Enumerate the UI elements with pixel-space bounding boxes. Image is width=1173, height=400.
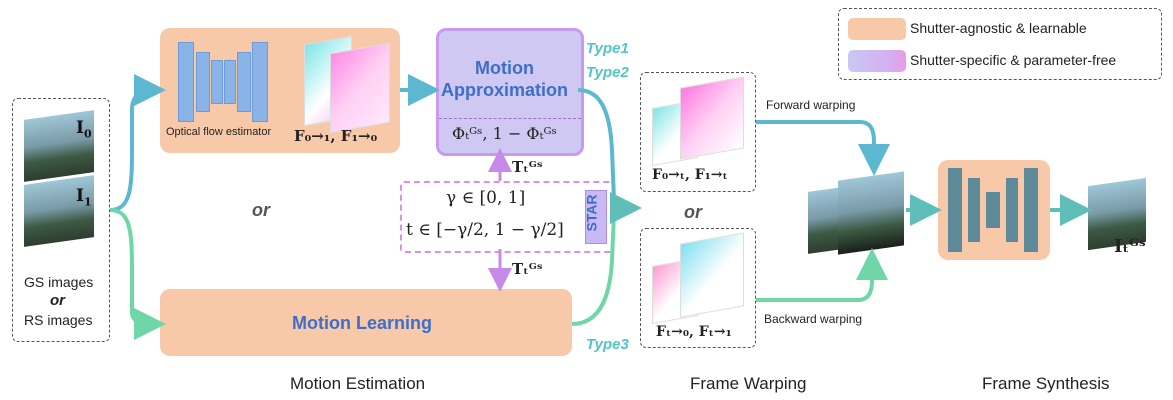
unet-icon	[944, 166, 1044, 254]
forward-warping-label: Forward warping	[766, 98, 856, 112]
or-right-label: or	[684, 202, 702, 222]
motion-learning-title: Motion Learning	[292, 313, 432, 333]
forward-flow-label: F₀→ₜ, F₁→ₜ	[652, 167, 728, 183]
flow-net-icon	[178, 42, 274, 122]
arrow-input-to-learning	[109, 208, 166, 340]
star-T-top: Tₜᴳˢ	[512, 158, 543, 176]
caption-frame-warping: Frame Warping	[690, 374, 807, 393]
output-label: Iₜᴳˢ	[1114, 236, 1146, 257]
motion-approximation-title-1: Motion	[475, 58, 534, 78]
legend-swatch-learnable	[848, 18, 906, 40]
star-tag	[585, 190, 607, 244]
arrow-approx-to-warp	[577, 88, 616, 201]
type2-label: Type2	[586, 64, 629, 81]
or-middle-label: or	[252, 200, 270, 220]
flow-estimator-output: F₀→₁, F₁→₀	[294, 127, 378, 145]
motion-approximation-title-2: Approximation	[441, 80, 569, 100]
motion-learning-box	[160, 289, 572, 356]
type1-label: Type1	[586, 40, 629, 57]
backward-flow-label: Fₜ→₀, Fₜ→₁	[656, 324, 732, 340]
motion-approximation-divider	[439, 118, 581, 119]
caption-motion-estimation: Motion Estimation	[290, 374, 426, 393]
motion-approximation-formula: Φₜᴳˢ, 1 − Φₜᴳˢ	[452, 124, 557, 143]
type3-label: Type3	[586, 336, 629, 353]
flow-estimator-label: Optical flow estimator	[166, 126, 272, 138]
caption-frame-synthesis: Frame Synthesis	[982, 374, 1110, 393]
arrow-backward-warping	[756, 248, 888, 302]
input-or-label: or	[50, 292, 65, 309]
input-label-I0: I0	[76, 118, 92, 141]
arrow-input-to-flow	[109, 74, 166, 212]
legend-learnable-label: Shutter-agnostic & learnable	[910, 20, 1087, 36]
arrow-forward-warping	[756, 120, 890, 176]
arrow-learning-to-warp	[571, 213, 616, 326]
legend-swatch-param-free	[848, 50, 906, 72]
star-T-bottom: Tₜᴳˢ	[512, 260, 543, 278]
backward-warping-label: Backward warping	[764, 312, 863, 326]
input-rs-label: RS images	[24, 312, 93, 328]
input-gs-label: GS images	[24, 274, 94, 290]
star-t-range: t ∈ [−γ/2, 1 − γ/2]	[406, 220, 564, 240]
legend-param-free-label: Shutter-specific & parameter-free	[910, 52, 1117, 68]
star-gamma: γ ∈ [0, 1]	[446, 188, 526, 208]
input-label-I1: I1	[76, 186, 92, 209]
